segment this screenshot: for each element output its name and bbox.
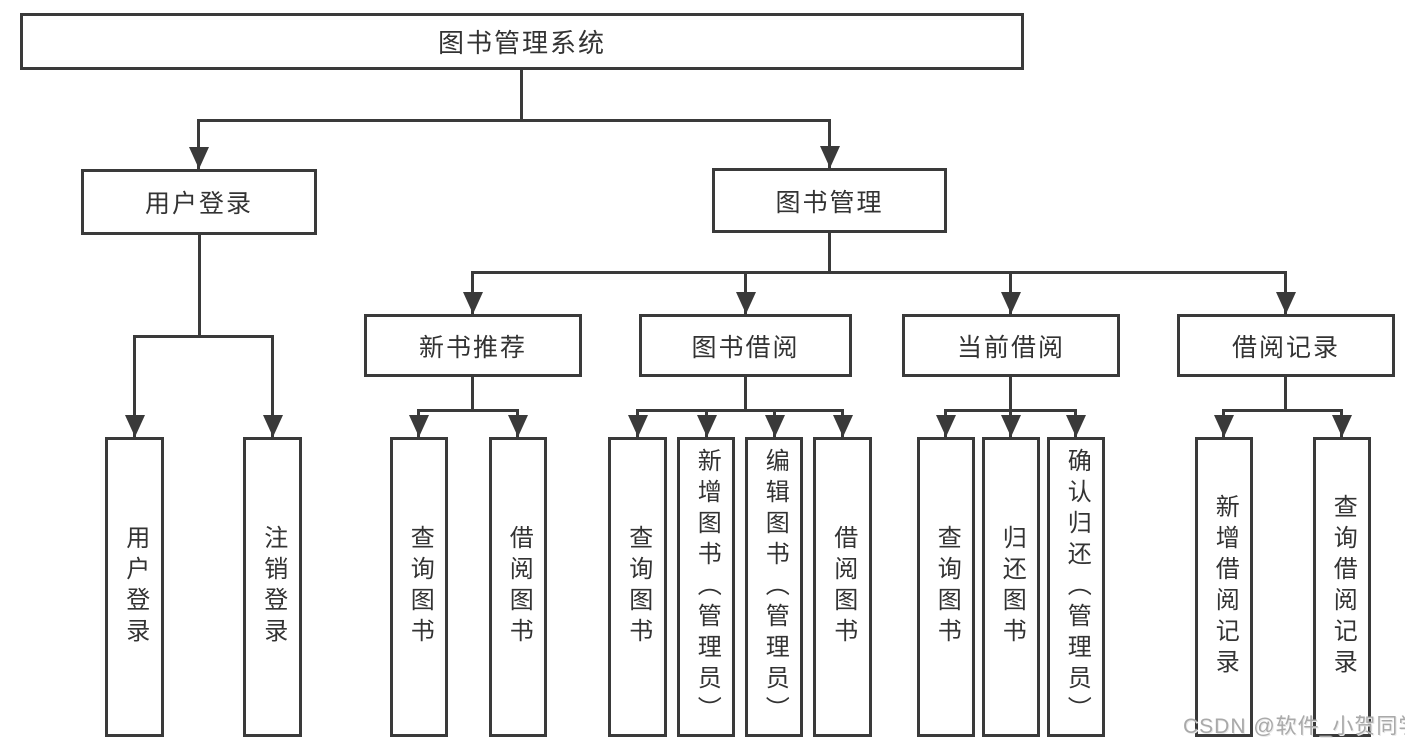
- leaf-borrow-add-admin-label: 新增图书（管理员）: [693, 447, 721, 727]
- node-user-login: 用户登录: [81, 169, 317, 235]
- node-book-management: 图书管理: [712, 168, 947, 233]
- leaf-newbook-borrow: 借阅图书: [489, 437, 547, 737]
- connector-user-login-hbar: [133, 335, 274, 338]
- arrowhead-icon: [508, 415, 528, 437]
- node-book-borrow: 图书借阅: [639, 314, 852, 377]
- node-user-login-label: 用户登录: [144, 190, 253, 218]
- leaf-newbook-query: 查询图书: [390, 437, 448, 737]
- leaf-user-login: 用户登录: [105, 437, 164, 737]
- connector-drop-leaf-logout: [271, 335, 274, 437]
- node-new-book-recommend: 新书推荐: [364, 314, 582, 377]
- leaf-current-return-label: 归还图书: [998, 525, 1026, 649]
- connector-g4-stem: [1284, 377, 1287, 409]
- leaf-borrow-borrow: 借阅图书: [813, 437, 872, 737]
- arrowhead-icon: [1276, 292, 1296, 314]
- arrowhead-icon: [189, 147, 209, 169]
- node-borrow-records-label: 借阅记录: [1231, 333, 1340, 362]
- connector-drop-book-management: [828, 119, 831, 168]
- arrowhead-icon: [263, 415, 283, 437]
- leaf-newbook-query-label: 查询图书: [406, 525, 434, 649]
- connector-g2-stem: [744, 377, 747, 409]
- leaf-borrow-edit-admin-label: 编辑图书（管理员）: [761, 447, 789, 727]
- node-current-borrow: 当前借阅: [902, 314, 1120, 377]
- leaf-borrow-query: 查询图书: [608, 437, 667, 737]
- leaf-borrow-query-label: 查询图书: [624, 525, 652, 649]
- connector-user-login-stem: [198, 235, 201, 335]
- node-new-book-recommend-label: 新书推荐: [418, 333, 527, 362]
- leaf-current-query: 查询图书: [917, 437, 975, 737]
- leaf-current-confirm-admin: 确认归还（管理员）: [1047, 437, 1105, 737]
- leaf-records-add: 新增借阅记录: [1195, 437, 1253, 737]
- arrowhead-icon: [936, 415, 956, 437]
- connector-level3-hbar: [471, 271, 1287, 274]
- leaf-borrow-borrow-label: 借阅图书: [829, 525, 857, 649]
- connector-drop-leaf-user-login: [133, 335, 136, 437]
- node-borrow-records: 借阅记录: [1177, 314, 1395, 377]
- leaf-records-add-label: 新增借阅记录: [1211, 494, 1239, 680]
- csdn-watermark: CSDN @软件_小贺同学: [1183, 715, 1405, 738]
- arrowhead-icon: [463, 292, 483, 314]
- leaf-logout: 注销登录: [243, 437, 302, 737]
- leaf-current-query-label: 查询图书: [933, 525, 961, 649]
- connector-g1-hbar: [417, 409, 519, 412]
- arrowhead-icon: [628, 415, 648, 437]
- arrowhead-icon: [1332, 415, 1352, 437]
- connector-book-management-stem: [828, 233, 831, 271]
- arrowhead-icon: [697, 415, 717, 437]
- arrowhead-icon: [409, 415, 429, 437]
- connector-g1-stem: [471, 377, 474, 409]
- leaf-records-query: 查询借阅记录: [1313, 437, 1371, 737]
- arrowhead-icon: [765, 415, 785, 437]
- leaf-current-return: 归还图书: [982, 437, 1040, 737]
- node-book-borrow-label: 图书借阅: [691, 333, 800, 362]
- leaf-logout-label: 注销登录: [259, 525, 287, 649]
- arrowhead-icon: [1001, 415, 1021, 437]
- node-root: 图书管理系统: [20, 13, 1024, 70]
- arrowhead-icon: [833, 415, 853, 437]
- leaf-user-login-label: 用户登录: [121, 525, 149, 649]
- arrowhead-icon: [1214, 415, 1234, 437]
- leaf-borrow-add-admin: 新增图书（管理员）: [677, 437, 735, 737]
- leaf-borrow-edit-admin: 编辑图书（管理员）: [745, 437, 803, 737]
- arrowhead-icon: [736, 292, 756, 314]
- connector-level1-hbar: [198, 119, 831, 122]
- node-current-borrow-label: 当前借阅: [956, 333, 1065, 362]
- leaf-current-confirm-admin-label: 确认归还（管理员）: [1063, 447, 1091, 727]
- arrowhead-icon: [1001, 292, 1021, 314]
- leaf-records-query-label: 查询借阅记录: [1329, 494, 1357, 680]
- leaf-newbook-borrow-label: 借阅图书: [505, 525, 533, 649]
- arrowhead-icon: [1066, 415, 1086, 437]
- connector-g4-hbar: [1222, 409, 1343, 412]
- connector-root-stem: [520, 70, 523, 119]
- connector-g2-hbar: [636, 409, 844, 412]
- node-book-management-label: 图书管理: [775, 188, 884, 217]
- node-root-label: 图书管理系统: [437, 28, 606, 58]
- arrowhead-icon: [125, 415, 145, 437]
- arrowhead-icon: [820, 146, 840, 168]
- connector-g3-stem: [1009, 377, 1012, 409]
- connector-drop-user-login: [197, 119, 200, 169]
